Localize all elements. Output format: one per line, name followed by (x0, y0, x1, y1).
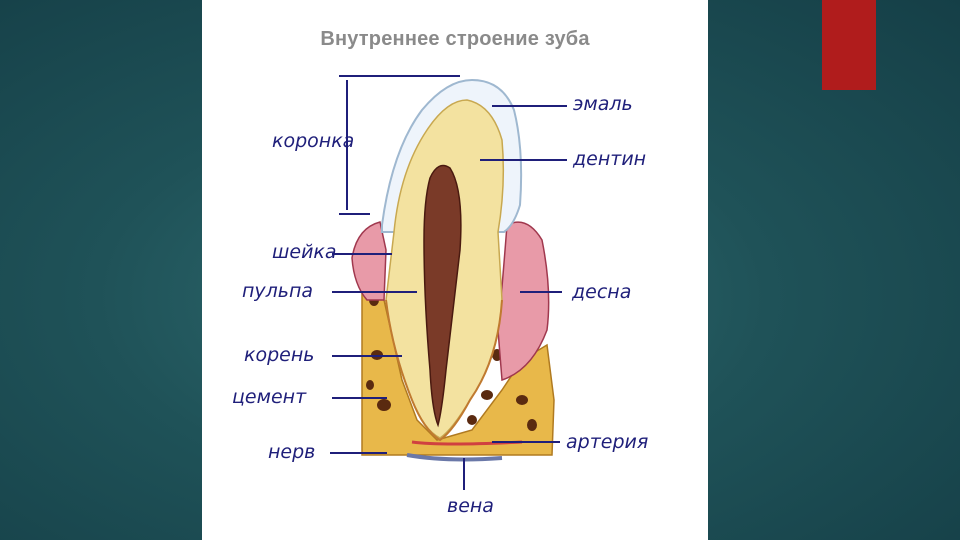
gum-left (352, 222, 386, 300)
label-dentin: дентин (573, 150, 646, 169)
label-enamel: эмаль (573, 95, 633, 114)
accent-bar (822, 0, 876, 90)
label-pulp: пульпа (242, 282, 313, 301)
label-root: корень (244, 346, 314, 365)
label-neck: шейка (272, 243, 337, 262)
label-artery: артерия (566, 433, 648, 452)
label-nerve: нерв (268, 443, 315, 462)
label-gum: десна (572, 283, 631, 302)
label-crown: коронка (272, 132, 354, 151)
label-cement: цемент (232, 388, 306, 407)
diagram-panel: Внутреннее строение зуба (202, 0, 708, 540)
label-vein: вена (447, 497, 494, 516)
